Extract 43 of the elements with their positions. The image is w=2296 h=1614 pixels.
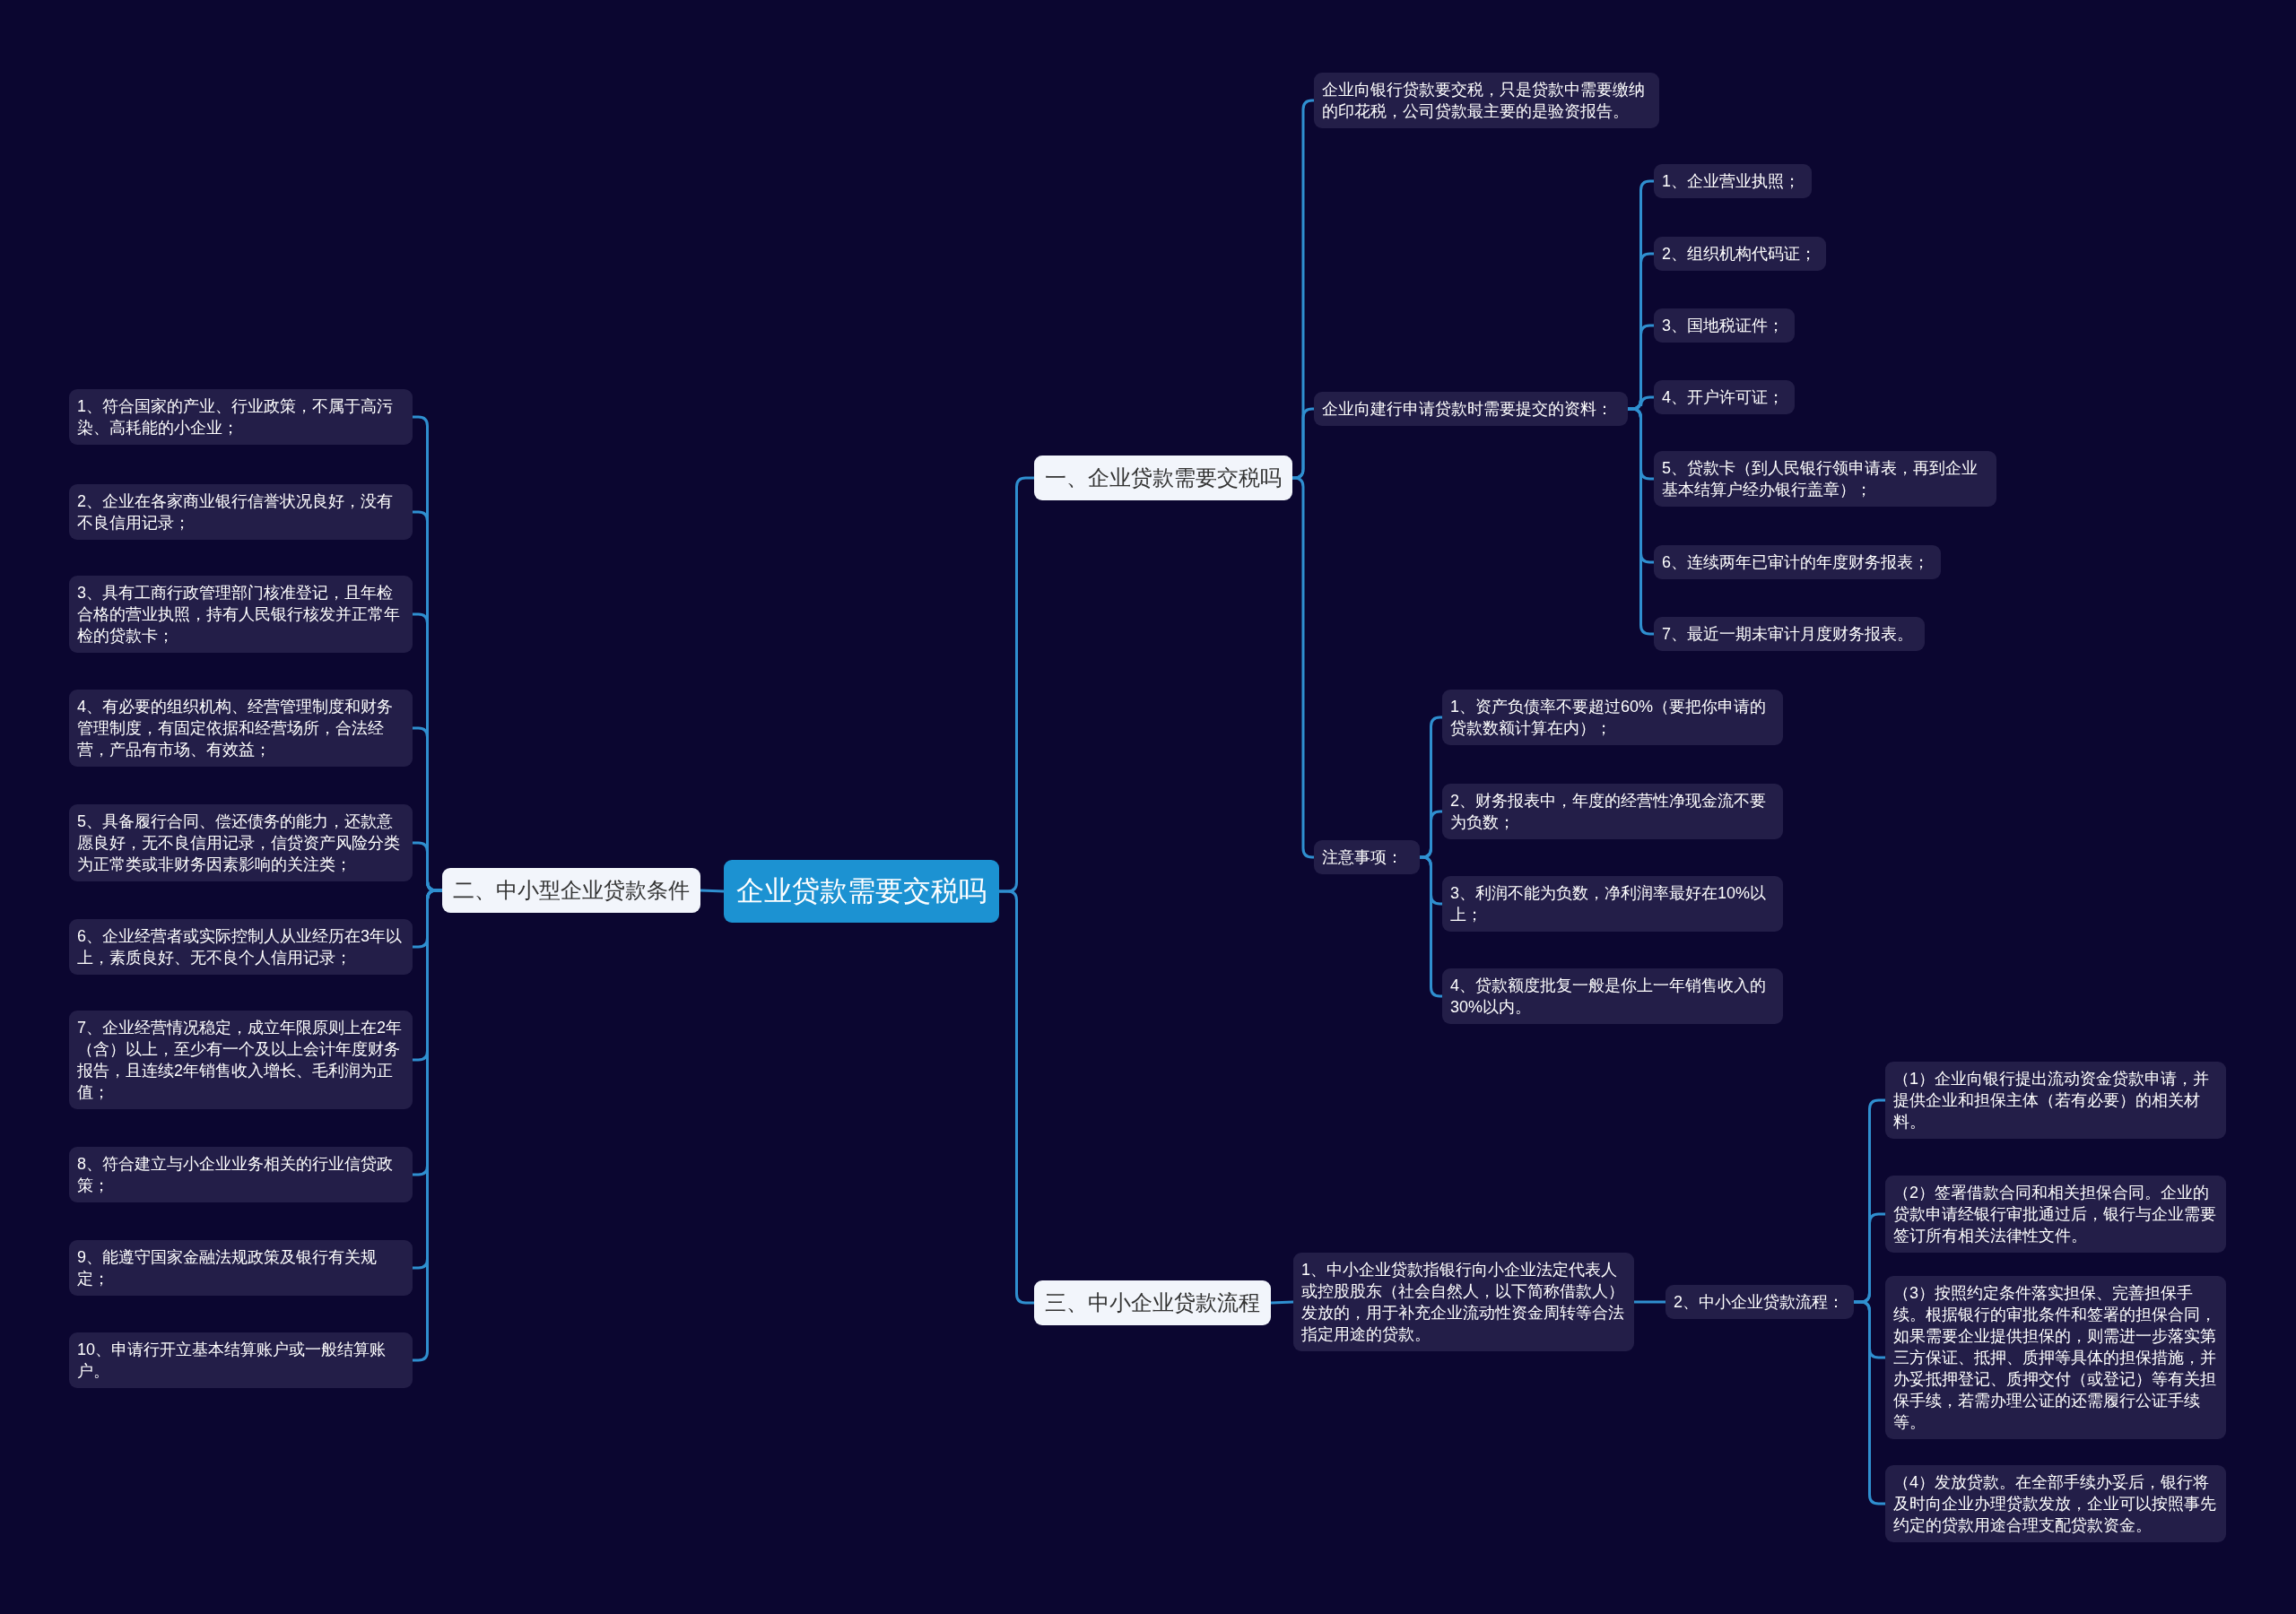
subtopic-box: 3、利润不能为负数，净利润率最好在10%以上； — [1442, 876, 1783, 932]
subtopic-box: 10、申请行开立基本结算账户或一般结算账户。 — [69, 1332, 413, 1388]
subtopic-box: 6、企业经营者或实际控制人从业经历在3年以上，素质良好、无不良个人信用记录； — [69, 919, 413, 975]
subtopic-box: 2、中小企业贷款流程： — [1665, 1285, 1854, 1319]
subtopic-box: 注意事项： — [1314, 840, 1420, 874]
connector-line — [1634, 1300, 1665, 1304]
subtopic-box: 9、能遵守国家金融法规政策及银行有关规定； — [69, 1240, 413, 1296]
subtopic-box: 企业向建行申请贷款时需要提交的资料： — [1314, 392, 1628, 426]
connector-line — [1270, 1300, 1294, 1305]
subtopic-box: 2、财务报表中，年度的经营性净现金流不要为负数； — [1442, 784, 1783, 839]
connector-line — [1292, 476, 1315, 859]
subtopic-box: 3、国地税证件； — [1654, 308, 1795, 343]
subtopic-box: 5、具备履行合同、偿还债务的能力，还款意愿良好，无不良信用记录，信贷资产风险分类为正常类或非财务因素影响的关注类； — [69, 804, 413, 881]
subtopic-box: （4）发放贷款。在全部手续办妥后，银行将及时向企业办理贷款发放，企业可以按照事先约定的贷款用途合理支配贷款资金。 — [1885, 1465, 2226, 1542]
subtopic-box: 2、组织机构代码证； — [1654, 237, 1826, 271]
subtopic-box: 企业向银行贷款要交税，只是贷款中需要缴纳的印花税，公司贷款最主要的是验资报告。 — [1314, 73, 1659, 128]
central-topic-box: 企业贷款需要交税吗 — [724, 860, 999, 923]
subtopic-box: 4、开户许可证； — [1654, 380, 1795, 414]
subtopic-box: 1、资产负债率不要超过60%（要把你申请的贷款数额计算在内）； — [1442, 690, 1783, 745]
subtopic-box: 7、最近一期未审计月度财务报表。 — [1654, 617, 1925, 651]
connector-line — [1420, 810, 1442, 859]
subtopic-box: 1、符合国家的产业、行业政策，不属于高污染、高耗能的小企业； — [69, 389, 413, 445]
connector-line — [1854, 1300, 1885, 1506]
subtopic-box: 8、符合建立与小企业业务相关的行业信贷政策； — [69, 1147, 413, 1202]
subtopic-box: 5、贷款卡（到人民银行领申请表，再到企业基本结算户经办银行盖章）； — [1654, 451, 1996, 507]
connector-line — [1292, 407, 1315, 480]
subtopic-box: 4、有必要的组织机构、经营管理制度和财务管理制度，有固定依据和经营场所，合法经营，产品有市场、有效益； — [69, 690, 413, 767]
connector-line — [1420, 855, 1442, 998]
connector-line — [999, 889, 1034, 1305]
subtopic-box: （3）按照约定条件落实担保、完善担保手续。根据银行的审批条件和签署的担保合同，如果需要企业提供担保的，则需进一步落实第三方保证、抵押、质押等具体的担保措施，并办妥抵押登记、质押交付（或登记）等有关担保手续，若需办理公证的还需履行公证手续等。 — [1885, 1276, 2226, 1439]
topic-box: 一、企业贷款需要交税吗 — [1034, 456, 1292, 500]
subtopic-box: 4、贷款额度批复一般是你上一年销售收入的30%以内。 — [1442, 968, 1783, 1024]
subtopic-box: 1、中小企业贷款指银行向小企业法定代表人或控股股东（社会自然人，以下简称借款人）发放的，用于补充企业流动性资金周转等合法指定用途的贷款。 — [1293, 1253, 1634, 1351]
subtopic-box: 6、连续两年已审计的年度财务报表； — [1654, 545, 1941, 579]
subtopic-box: 1、企业营业执照； — [1654, 164, 1812, 198]
subtopic-box: 3、具有工商行政管理部门核准登记，且年检合格的营业执照，持有人民银行核发并正常年检的贷款卡； — [69, 576, 413, 653]
subtopic-box: 7、企业经营情况稳定，成立年限原则上在2年（含）以上，至少有一个及以上会计年度财务报告，且连续2年销售收入增长、毛利润为正值； — [69, 1011, 413, 1109]
subtopic-box: 2、企业在各家商业银行信誉状况良好，没有不良信用记录； — [69, 484, 413, 540]
subtopic-box: （1）企业向银行提出流动资金贷款申请，并提供企业和担保主体（若有必要）的相关材料。 — [1885, 1062, 2226, 1139]
topic-box: 三、中小企业贷款流程 — [1034, 1280, 1271, 1325]
topic-box: 二、中小型企业贷款条件 — [442, 868, 700, 913]
subtopic-box: （2）签署借款合同和相关担保合同。企业的贷款申请经银行审批通过后，银行与企业需要签订所有相关法律性文件。 — [1885, 1176, 2226, 1253]
connector-line — [700, 889, 725, 893]
